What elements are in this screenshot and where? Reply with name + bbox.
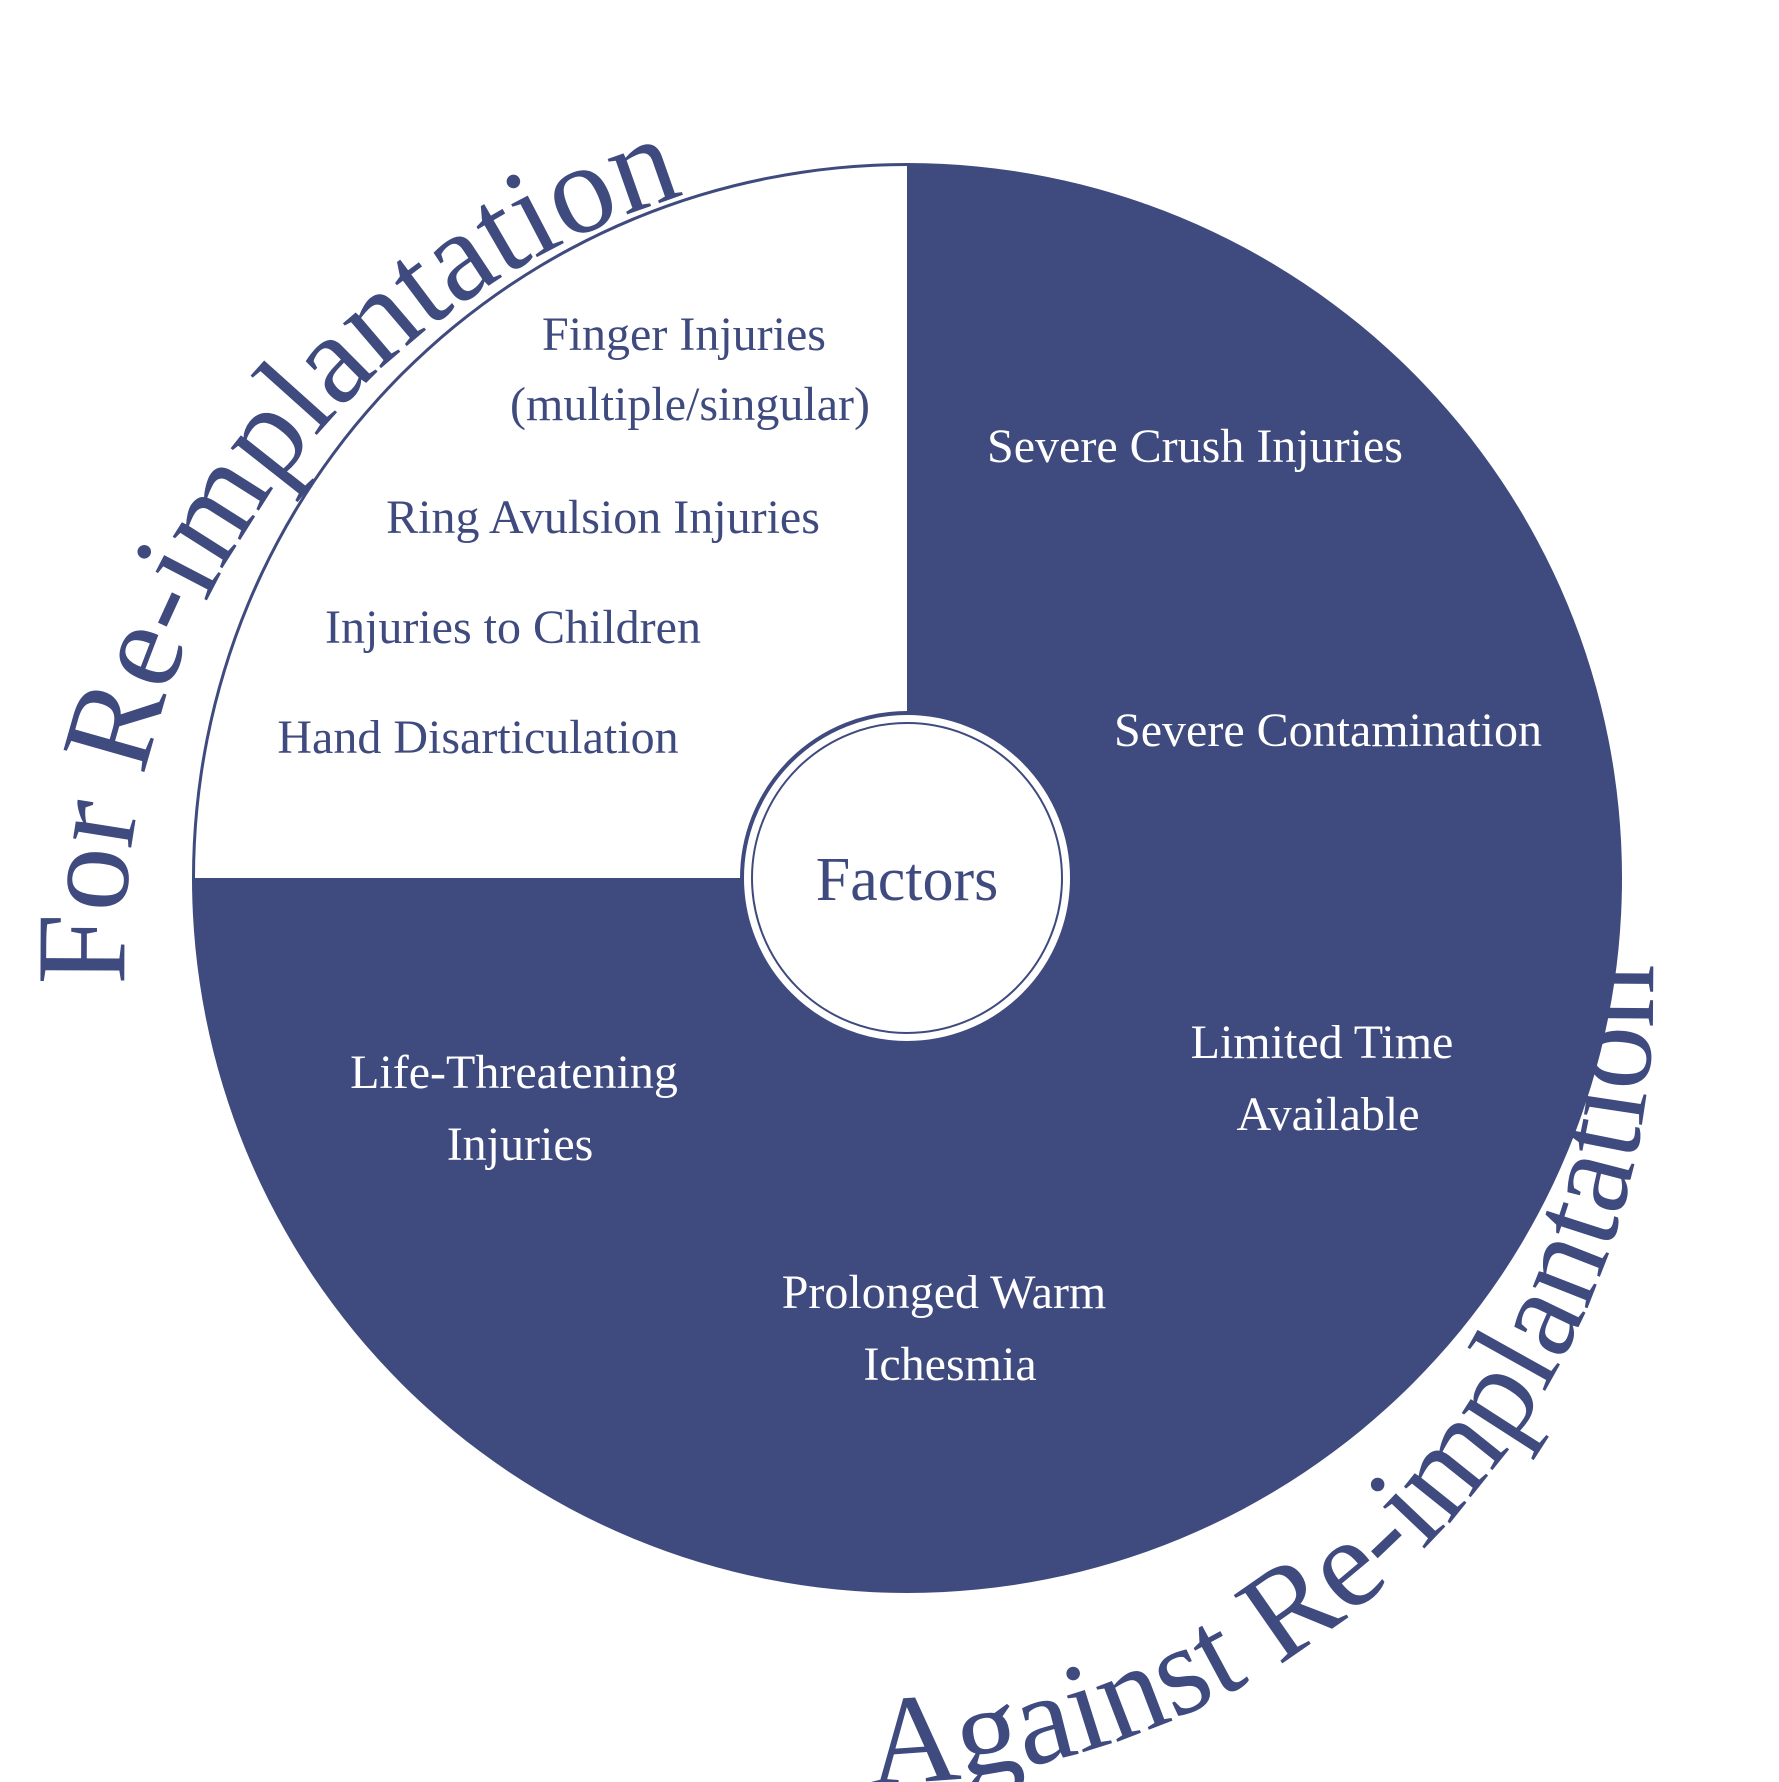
for-items: Finger Injuries (multiple/singular) Ring…: [277, 308, 870, 764]
center-label: Factors: [816, 846, 999, 914]
center-circle: [751, 722, 1063, 1034]
against-item: Life-Threatening Injuries: [350, 1046, 690, 1171]
against-item: Severe Crush Injuries: [987, 420, 1403, 473]
for-item: Injuries to Children: [325, 601, 701, 654]
against-item: Prolonged Warm Ichesmia: [782, 1266, 1119, 1391]
for-item: Finger Injuries (multiple/singular): [510, 308, 870, 431]
against-items: Severe Crush Injuries Severe Contaminati…: [350, 420, 1542, 1391]
for-quadrant: [195, 166, 907, 878]
for-item: Hand Disarticulation: [277, 711, 678, 764]
for-item: Ring Avulsion Injuries: [386, 491, 820, 544]
against-item: Severe Contamination: [1114, 704, 1542, 757]
against-item: Limited Time Available: [1191, 1016, 1466, 1141]
